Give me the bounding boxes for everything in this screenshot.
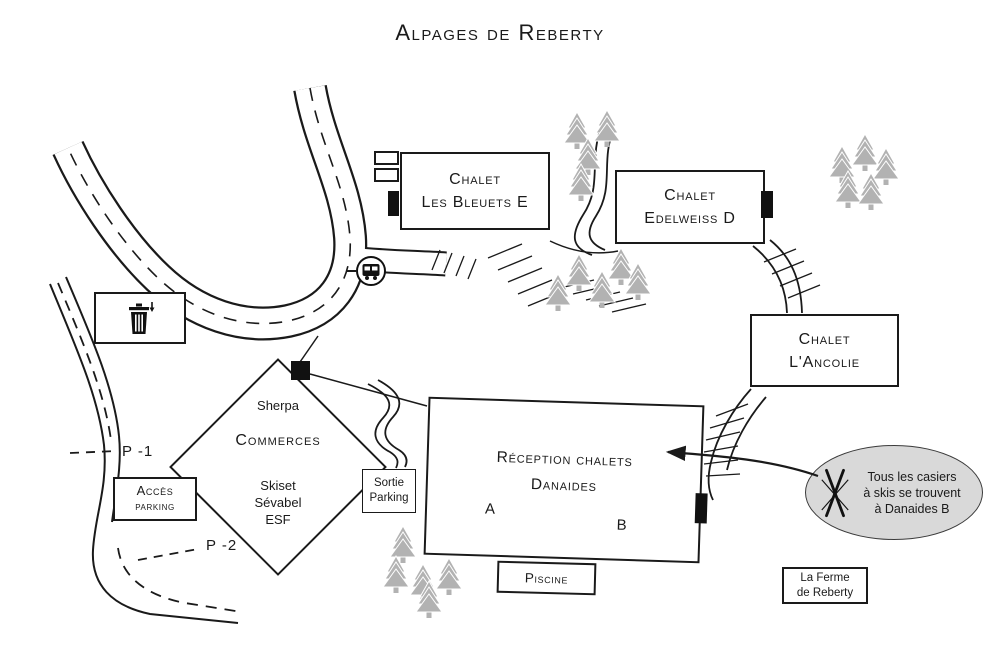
- bus-stop-icon: [362, 264, 380, 280]
- building-label: Réception chalets: [496, 448, 633, 471]
- note-bubble: Tous les casiers à skis se trouvent à Da…: [805, 445, 983, 540]
- building-ferme-reberty: La Ferme de Reberty: [782, 567, 868, 604]
- pine-tree-icon: [544, 273, 572, 312]
- tenant-label: Sherpa: [257, 398, 299, 413]
- parking-label: parking: [135, 501, 175, 513]
- box-acces-parking: Accès parking: [113, 477, 197, 521]
- commerces-entrance-marker: [291, 361, 310, 380]
- parking-label: Accès: [136, 483, 174, 498]
- map-title: Alpages de Reberty: [395, 20, 605, 45]
- pine-tree-icon: [435, 557, 463, 596]
- building-label: Edelweiss D: [644, 210, 736, 227]
- building-label: Les Bleuets E: [421, 194, 529, 211]
- note-line: à skis se trouvent: [863, 485, 961, 500]
- building-label: Chalet: [449, 171, 501, 188]
- box-sortie-parking: Sortie Parking: [362, 469, 416, 513]
- pine-tree-icon: [389, 525, 417, 564]
- building-chalet-ancolie: Chalet L'Ancolie: [750, 314, 899, 387]
- pine-tree-icon: [872, 147, 900, 186]
- tenant-label: Sévabel: [254, 495, 302, 510]
- label-parking-p1: P -1: [122, 443, 154, 460]
- building-chalet-edelweiss: Chalet Edelweiss D: [615, 170, 765, 244]
- commerces-name: Commerces: [235, 432, 321, 449]
- parking-label: Parking: [369, 492, 409, 504]
- building-label: Chalet: [664, 187, 716, 204]
- tenant-label: ESF: [265, 512, 291, 527]
- access-road: [49, 276, 243, 624]
- building-label: Danaides: [530, 475, 598, 496]
- note-line: à Danaides B: [874, 501, 950, 516]
- building-piscine: Piscine: [496, 560, 597, 596]
- entrance-marker-danaides: [694, 493, 708, 524]
- annex-marker: [374, 168, 399, 182]
- building-label: Chalet: [798, 330, 851, 348]
- label-parking-p2: P -2: [206, 537, 238, 554]
- commerces-labels: Sherpa Commerces Skiset Sévabel ESF: [198, 398, 358, 528]
- bus-stop: [356, 256, 386, 286]
- building-label: L'Ancolie: [789, 353, 860, 371]
- trash-sign: [94, 292, 186, 344]
- entrance-marker-edelweiss: [761, 191, 773, 218]
- building-label: Piscine: [524, 569, 569, 587]
- building-label: La Ferme: [800, 571, 850, 584]
- building-chalet-les-bleuets: Chalet Les Bleuets E: [400, 152, 550, 230]
- unit-b-label: B: [616, 516, 627, 534]
- tenant-label: Skiset: [260, 478, 296, 493]
- pine-tree-icon: [593, 109, 621, 148]
- crossed-skis-icon: [821, 468, 849, 517]
- trash-icon: [129, 302, 155, 334]
- pine-tree-icon: [851, 133, 879, 172]
- unit-a-label: A: [484, 500, 496, 518]
- note-text: Tous les casiers à skis se trouvent à Da…: [852, 469, 982, 517]
- building-reception-danaides: Réception chalets Danaides A B: [423, 396, 708, 564]
- annex-marker: [374, 151, 399, 165]
- entrance-marker-bleuets: [388, 191, 399, 216]
- note-line: Tous les casiers: [867, 469, 957, 484]
- pine-tree-icon: [565, 253, 593, 292]
- parking-label: Sortie: [373, 477, 405, 489]
- building-label: de Reberty: [796, 586, 854, 599]
